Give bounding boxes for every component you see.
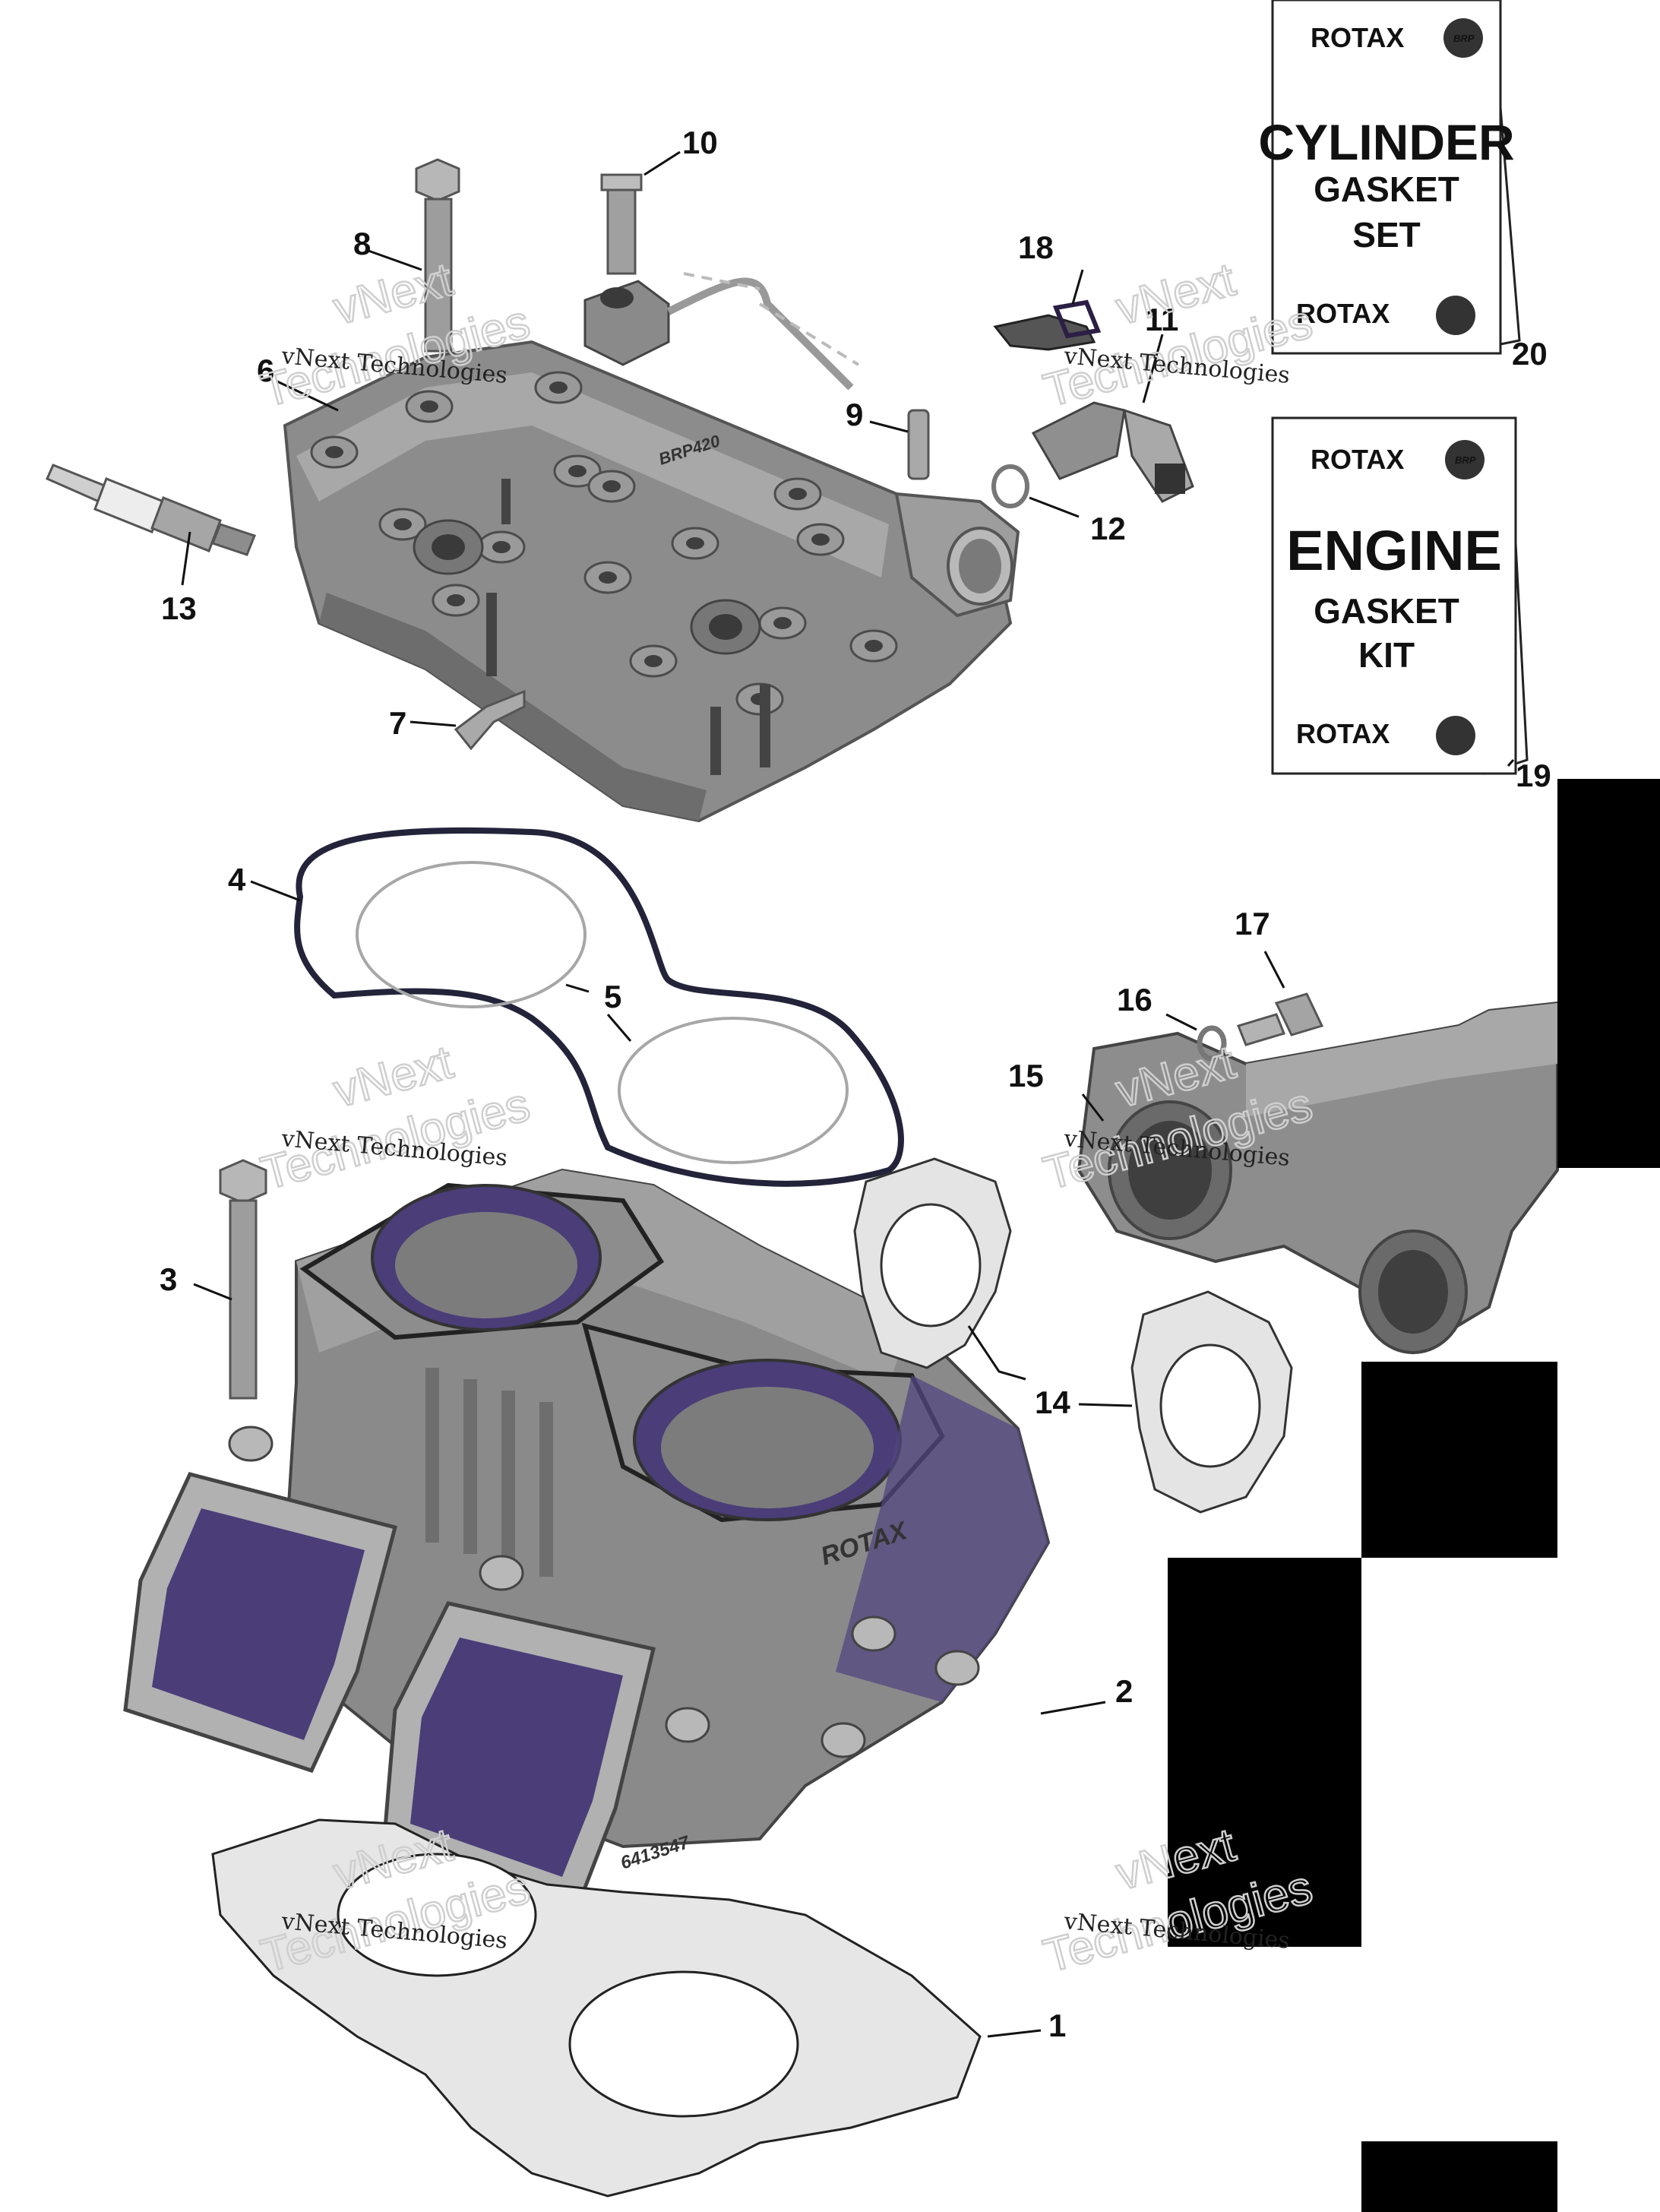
clip-18: [1052, 299, 1102, 339]
callout-6: 6: [257, 353, 274, 388]
kit-title-line2: GASKET: [1314, 591, 1459, 631]
bolt-17: [1236, 992, 1324, 1046]
callout-16: 16: [1117, 982, 1153, 1017]
kit-brand-bottom: ROTAX: [1296, 298, 1390, 329]
fitting-9: [907, 409, 930, 480]
callout-12: 12: [1090, 511, 1126, 546]
bolt-3: [219, 1159, 267, 1400]
brp-logo: BRP: [1455, 454, 1476, 466]
washer-16: [1197, 1025, 1227, 1062]
callout-14: 14: [1035, 1384, 1070, 1420]
callout-5: 5: [604, 979, 621, 1014]
callout-19: 19: [1516, 758, 1551, 793]
kit-title-line3: SET: [1352, 215, 1420, 255]
callout-15: 15: [1008, 1058, 1044, 1093]
redaction-blocks: [1168, 779, 1660, 2212]
callout-4: 4: [228, 862, 246, 897]
kit-title-line2: GASKET: [1314, 169, 1459, 209]
callout-20: 20: [1512, 336, 1548, 372]
callout-13: 13: [161, 590, 197, 626]
callout-10: 10: [682, 125, 718, 160]
kit-title-line1: ENGINE: [1286, 519, 1502, 582]
bolt-8: [415, 158, 460, 353]
watermark: vNext Technologies: [255, 1035, 536, 1201]
combustion-ring-right: [618, 1017, 849, 1164]
kit-brand-top: ROTAX: [1311, 444, 1404, 475]
callout-7: 7: [389, 705, 406, 741]
cylinder-head: BRP420: [283, 340, 1020, 823]
kit-brand-top: ROTAX: [1311, 22, 1404, 53]
elbow-fitting-7: [454, 689, 526, 751]
exhaust-manifold: [1077, 1001, 1559, 1355]
kit-title-line3: KIT: [1358, 635, 1415, 675]
callout-8: 8: [353, 226, 371, 261]
cylinder-gasket-set-kit: ROTAX BRP CYLINDER GASKET SET ROTAX: [1258, 0, 1521, 355]
leader-lines: [181, 150, 1515, 2038]
callout-11: 11: [1145, 302, 1178, 337]
kit-brand-bottom: ROTAX: [1296, 718, 1390, 749]
cylinder-block: ROTAX 6413547: [123, 1168, 1051, 1910]
spark-plug: [46, 464, 256, 556]
callout-3: 3: [160, 1261, 177, 1297]
brp-logo: BRP: [1453, 33, 1475, 44]
engine-gasket-kit: ROTAX BRP ENGINE GASKET KIT ROTAX: [1271, 416, 1529, 775]
callout-2: 2: [1115, 1673, 1133, 1709]
temperature-sensor: [993, 314, 1194, 503]
callout-17: 17: [1235, 906, 1270, 941]
callout-numbers: 1 2 3 4 5 6 7 8 9 10 11 12 13 14 15 16 1…: [160, 125, 1551, 2043]
callout-18: 18: [1018, 229, 1054, 265]
kit-title-line1: CYLINDER: [1258, 114, 1514, 170]
callout-9: 9: [846, 397, 863, 432]
washer-12: [991, 464, 1029, 508]
combustion-ring-left: [356, 861, 587, 1008]
callout-1: 1: [1048, 2008, 1066, 2043]
knock-sensor: [583, 173, 860, 391]
head-o-ring: [294, 827, 904, 1187]
